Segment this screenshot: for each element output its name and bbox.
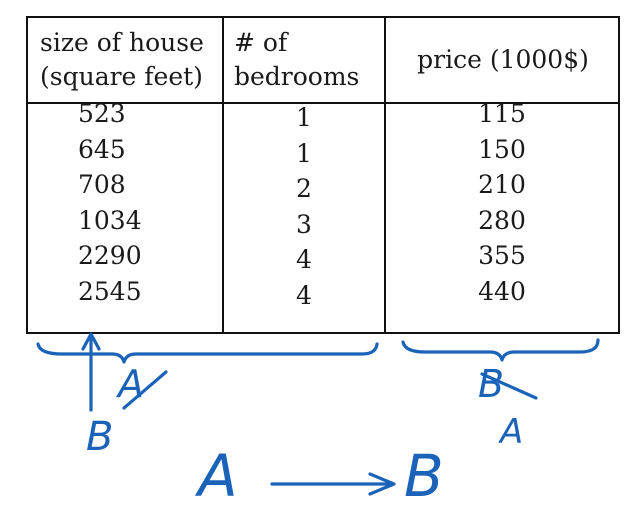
table-cell-bedrooms: 3 [296,209,312,239]
table-cell-size: 2545 [78,276,142,306]
header-price-label: price (1000$) [417,45,589,74]
table-cell-price: 355 [478,241,526,270]
header-size-line-2: (square feet) [40,62,203,91]
header-size: size of house (square feet) [40,18,204,102]
header-bedrooms: # of bedrooms [234,18,359,102]
table-cell-size: 645 [78,134,126,164]
header-bedrooms-line-2: bedrooms [234,62,360,91]
handwritten-label-a-crossed: A [118,362,144,406]
mapping-arrow [270,472,396,496]
handwritten-mapping-to: B [404,442,444,510]
table-cell-bedrooms: 2 [296,174,312,203]
table-cell-price: 150 [478,134,526,164]
table-cell-bedrooms: 1 [296,103,312,132]
handwritten-label-a-right: A [500,412,524,452]
table-cell-bedrooms: 4 [296,245,312,274]
table-cell-bedrooms: 1 [296,138,312,168]
table-cell-size: 523 [78,99,126,128]
column-divider [384,18,386,332]
handwritten-label-b-left: B [86,414,114,460]
header-price: price (1000$) [386,18,620,102]
left-curly-brace [36,342,379,364]
table-cell-price: 115 [478,99,526,128]
table-cell-price: 210 [478,170,526,199]
table-cell-size: 2290 [78,241,142,270]
housing-data-table: size of house (square feet) # of bedroom… [26,16,620,334]
table-cell-size: 1034 [78,205,142,235]
header-bedrooms-line-1: # of [234,28,288,57]
table-cell-size: 708 [78,170,126,199]
right-curly-brace [401,338,600,362]
handwritten-label-b-crossed: B [478,362,505,406]
header-divider [28,102,618,104]
table-cell-bedrooms: 4 [296,280,312,310]
price-column-values: 115 150 210 280 355 440 [452,96,552,309]
table-cell-price: 440 [478,276,526,306]
header-size-line-1: size of house [40,28,204,57]
up-arrow [81,332,101,412]
bedrooms-column-values: 1 1 2 3 4 4 [264,96,344,310]
handwritten-mapping-from: A [198,442,238,510]
column-divider [222,18,224,332]
size-column-values: 523 645 708 1034 2290 2545 [78,96,158,309]
table-cell-price: 280 [478,205,526,235]
